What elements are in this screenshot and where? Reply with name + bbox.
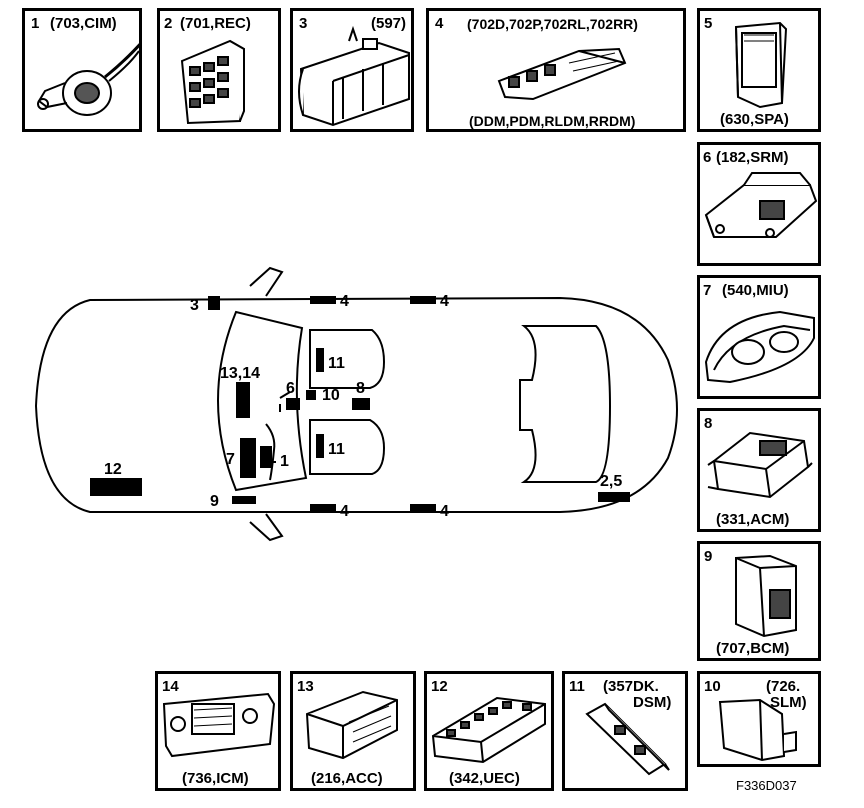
parking-assist-module-icon — [734, 21, 788, 109]
marker-label-9: 9 — [210, 493, 219, 510]
module-box-3: 3 (597) — [290, 8, 414, 132]
module-box-10: 10 (726. SLM) — [697, 671, 821, 767]
box-label: (726. — [766, 678, 801, 695]
box-label: (702D,702P,702RL,702RR) — [467, 16, 638, 32]
box-label: (701,REC) — [180, 15, 251, 32]
box-label: (357DK. — [603, 678, 659, 695]
box-caption: (707,BCM) — [716, 640, 790, 657]
marker-label-13-14: 13,14 — [220, 365, 260, 382]
marker-3 — [208, 296, 220, 310]
box-label: (540,MIU) — [722, 282, 789, 299]
marker-8 — [352, 398, 370, 410]
marker-7 — [240, 438, 256, 478]
box-number: 10 — [704, 678, 721, 695]
marker-10 — [306, 390, 316, 400]
box-number: 12 — [431, 678, 448, 695]
airbag-control-module-icon — [707, 431, 813, 499]
marker-label-4a: 4 — [340, 293, 349, 310]
marker-label-2-5: 2,5 — [600, 473, 622, 490]
module-markers — [90, 296, 630, 512]
box-number: 6 — [703, 149, 712, 166]
infotainment-control-icon — [162, 692, 276, 758]
marker-4-rear-right — [410, 504, 436, 512]
box-number: 1 — [31, 15, 40, 32]
box-number: 9 — [704, 548, 713, 565]
figure-id: F336D037 — [736, 778, 797, 793]
box-label-line2: DSM) — [633, 694, 672, 711]
box-caption: (331,ACM) — [716, 511, 790, 528]
box-number: 11 — [569, 678, 585, 695]
box-number: 8 — [704, 415, 713, 432]
module-box-4: 4 (702D,702P,702RL,702RR) (DDM,PDM,RLDM,… — [426, 8, 686, 132]
box-label: (597) — [371, 15, 407, 32]
box-number: 13 — [297, 678, 314, 695]
module-box-8: 8 (331,ACM) — [697, 408, 821, 532]
marker-label-1: 1 — [280, 453, 289, 470]
marker-12 — [90, 478, 142, 496]
vehicle-top-view: 3 4 4 4 4 11 11 13,14 6 10 8 7 1 12 9 2,… — [34, 266, 678, 542]
box-caption: (342,UEC) — [449, 770, 520, 787]
module-box-14: 14 (736,ICM) — [155, 671, 281, 791]
marker-label-8: 8 — [356, 380, 365, 397]
box-number: 5 — [704, 15, 713, 32]
marker-label-6: 6 — [286, 380, 295, 397]
box-number: 2 — [164, 15, 173, 32]
module-box-7: 7 (540,MIU) — [697, 275, 821, 399]
box-label-line2: SLM) — [770, 694, 807, 711]
module-box-6: 6 (182,SRM) — [697, 142, 821, 266]
box-caption: (736,ICM) — [182, 770, 249, 787]
box-caption: (216,ACC) — [311, 770, 383, 787]
steering-clockspring-icon — [37, 43, 139, 116]
module-box-11: 11 (357DK. DSM) — [562, 671, 688, 791]
module-box-9: 9 (707,BCM) — [697, 541, 821, 661]
module-box-5: 5 (630,SPA) — [697, 8, 821, 132]
box-number: 14 — [162, 678, 179, 695]
marker-label-4c: 4 — [340, 503, 349, 520]
marker-4-front-right — [310, 504, 336, 512]
marker-label-7: 7 — [226, 451, 235, 468]
module-box-12: 12 (342,UEC) — [424, 671, 554, 791]
marker-11-left-seat — [316, 348, 324, 372]
box-caption: (630,SPA) — [720, 111, 789, 128]
module-box-13: 13 (216,ACC) — [290, 671, 416, 791]
marker-2-5 — [598, 492, 630, 502]
steering-lock-module-icon — [718, 698, 797, 762]
marker-label-11b: 11 — [328, 441, 345, 458]
marker-9 — [232, 496, 256, 504]
marker-label-11a: 11 — [328, 355, 345, 372]
marker-4-front-left — [310, 296, 336, 304]
module-box-1: 1 (703,CIM) — [22, 8, 142, 132]
marker-label-12: 12 — [104, 461, 122, 478]
marker-label-4b: 4 — [440, 293, 449, 310]
marker-1 — [260, 446, 272, 468]
marker-label-10: 10 — [322, 387, 340, 404]
fuse-box-icon — [431, 696, 546, 764]
body-control-module-icon — [735, 554, 797, 638]
instrument-cluster-icon — [704, 310, 815, 384]
box-number: 7 — [703, 282, 712, 299]
driver-seat-module-icon — [585, 702, 670, 776]
marker-13-14 — [236, 382, 250, 418]
sunroof-module-icon — [704, 172, 818, 238]
box-number: 3 — [299, 15, 308, 32]
climate-control-icon — [305, 690, 398, 760]
marker-label-4d: 4 — [440, 503, 449, 520]
module-box-2: 2 (701,REC) — [157, 8, 281, 132]
radio-receiver-icon — [180, 39, 246, 125]
marker-11-right-seat — [316, 434, 324, 458]
box-number: 4 — [435, 15, 444, 32]
door-module-icon — [497, 47, 627, 101]
marker-6 — [286, 398, 300, 410]
tank-module-icon — [298, 25, 410, 127]
box-label: (703,CIM) — [50, 15, 117, 32]
marker-label-3: 3 — [190, 297, 199, 314]
marker-4-rear-left — [410, 296, 436, 304]
box-label: (182,SRM) — [716, 149, 789, 166]
box-caption: (DDM,PDM,RLDM,RRDM) — [469, 113, 636, 129]
